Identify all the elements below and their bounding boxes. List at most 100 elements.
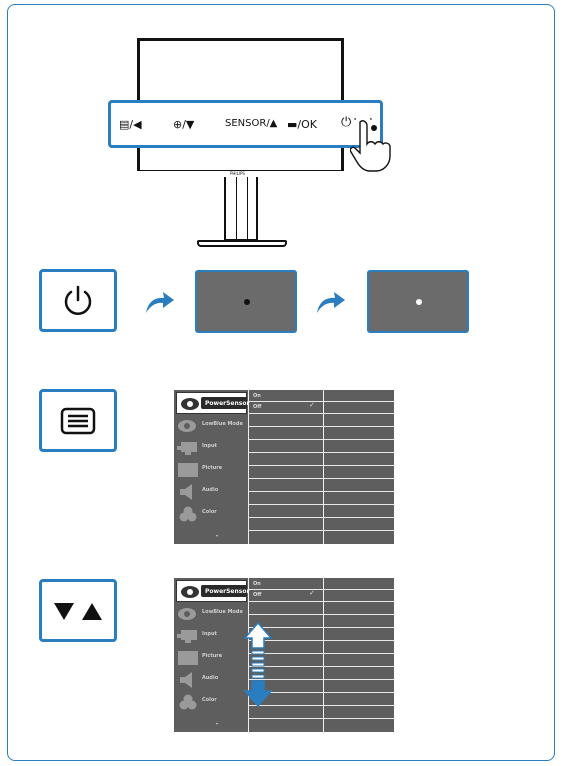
osd-item-lowblue[interactable]: LowBlue Mode <box>174 415 247 437</box>
row-divider <box>249 491 323 492</box>
led-dot <box>416 299 422 305</box>
osd-item-label: Input <box>202 631 217 637</box>
row-divider <box>324 692 395 693</box>
more-down-indicator: ▾ <box>216 533 219 538</box>
osd-item-powersensor[interactable]: PowerSensor <box>176 580 250 602</box>
osd-item-color[interactable]: Color <box>174 691 247 713</box>
speaker-icon <box>180 484 192 500</box>
eye-icon <box>178 420 196 432</box>
osd-value-column <box>323 578 395 732</box>
osd-item-input[interactable]: Input <box>174 437 247 459</box>
row-divider <box>249 705 323 706</box>
osd-item-lowblue[interactable]: LowBlue Mode <box>174 603 247 625</box>
row-divider <box>324 530 395 531</box>
osd-options-column: On Off ✓ <box>248 578 323 732</box>
row-divider <box>324 627 395 628</box>
row-divider <box>249 679 323 680</box>
row-divider <box>324 504 395 505</box>
osd-item-audio[interactable]: Audio <box>174 669 247 691</box>
row-divider <box>324 705 395 706</box>
row-divider <box>249 439 323 440</box>
menu-icon <box>60 407 96 434</box>
monitor-control-bar: ▤/◀ ⊕/▼ SENSOR/▲ ▬/OK ⏻ <box>108 100 383 148</box>
option-off[interactable]: Off <box>253 404 262 410</box>
row-divider <box>249 478 323 479</box>
osd-options-column: On Off ✓ <box>248 390 323 544</box>
row-divider <box>324 465 395 466</box>
osd-item-picture[interactable]: Picture <box>174 459 247 481</box>
row-divider <box>249 517 323 518</box>
hand-press-icon <box>350 118 391 172</box>
osd-item-label: Audio <box>202 487 219 493</box>
row-divider <box>324 653 395 654</box>
down-up-arrows-icon <box>54 602 102 620</box>
eye-icon <box>181 586 199 598</box>
row-divider <box>249 452 323 453</box>
row-divider <box>324 426 395 427</box>
osd-item-label: LowBlue Mode <box>202 609 243 615</box>
row-divider <box>324 491 395 492</box>
row-divider <box>324 413 395 414</box>
screen-led-off <box>195 270 297 333</box>
osd-menu-scroll: PowerSensor LowBlue Mode Input Picture A… <box>174 578 395 732</box>
input-down-control[interactable]: ⊕/▼ <box>173 118 195 131</box>
row-divider <box>324 401 395 402</box>
row-divider <box>249 589 323 590</box>
osd-item-label: PowerSensor <box>205 588 250 595</box>
osd-item-label: PowerSensor <box>205 400 250 407</box>
monitor-stand-neck <box>224 177 258 241</box>
eye-icon <box>178 608 196 620</box>
row-divider <box>249 718 323 719</box>
row-divider <box>324 439 395 440</box>
option-on[interactable]: On <box>253 393 261 399</box>
row-divider <box>249 401 323 402</box>
row-divider <box>324 478 395 479</box>
osd-menu: PowerSensor LowBlue Mode Input Picture A… <box>174 390 395 544</box>
row-divider <box>324 718 395 719</box>
osd-item-audio[interactable]: Audio <box>174 481 247 503</box>
monitor-bezel <box>137 170 344 178</box>
row-divider <box>324 517 395 518</box>
osd-item-label: Picture <box>202 653 223 659</box>
page-frame <box>7 4 555 761</box>
osd-item-label: Audio <box>202 675 219 681</box>
osd-item-label: Input <box>202 443 217 449</box>
curved-arrow-icon <box>146 292 174 313</box>
row-divider <box>324 601 395 602</box>
osd-item-input[interactable]: Input <box>174 625 247 647</box>
brand-logo: PHILIPS <box>230 171 245 176</box>
row-divider <box>249 627 323 628</box>
menu-button[interactable] <box>39 389 117 452</box>
nav-arrows-button[interactable] <box>39 579 117 642</box>
checkmark-icon: ✓ <box>309 589 315 597</box>
row-divider <box>249 692 323 693</box>
osd-item-label: Picture <box>202 465 223 471</box>
osd-item-powersensor[interactable]: PowerSensor <box>176 392 250 414</box>
row-divider <box>249 426 323 427</box>
row-divider <box>324 679 395 680</box>
power-control[interactable]: ⏻ <box>341 115 352 130</box>
scroll-up-down-arrows-icon <box>243 622 273 708</box>
power-button[interactable] <box>39 269 117 332</box>
osd-value-column <box>323 390 395 544</box>
row-divider <box>324 640 395 641</box>
osd-item-label: LowBlue Mode <box>202 421 243 427</box>
more-down-indicator: ▾ <box>216 721 219 726</box>
osd-item-color[interactable]: Color <box>174 503 247 525</box>
row-divider <box>249 413 323 414</box>
picture-icon <box>178 651 198 665</box>
option-on[interactable]: On <box>253 581 261 587</box>
screen-led-on <box>367 270 469 333</box>
sensor-up-control[interactable]: SENSOR/▲ <box>225 118 278 129</box>
ok-control[interactable]: ▬/OK <box>287 118 317 131</box>
row-divider <box>249 640 323 641</box>
row-divider <box>249 465 323 466</box>
osd-item-picture[interactable]: Picture <box>174 647 247 669</box>
option-off[interactable]: Off <box>253 592 262 598</box>
curved-arrow-icon <box>317 292 345 313</box>
input-icon <box>177 630 197 643</box>
row-divider <box>249 614 323 615</box>
menu-left-control[interactable]: ▤/◀ <box>119 118 142 131</box>
picture-icon <box>178 463 198 477</box>
checkmark-icon: ✓ <box>309 401 315 409</box>
